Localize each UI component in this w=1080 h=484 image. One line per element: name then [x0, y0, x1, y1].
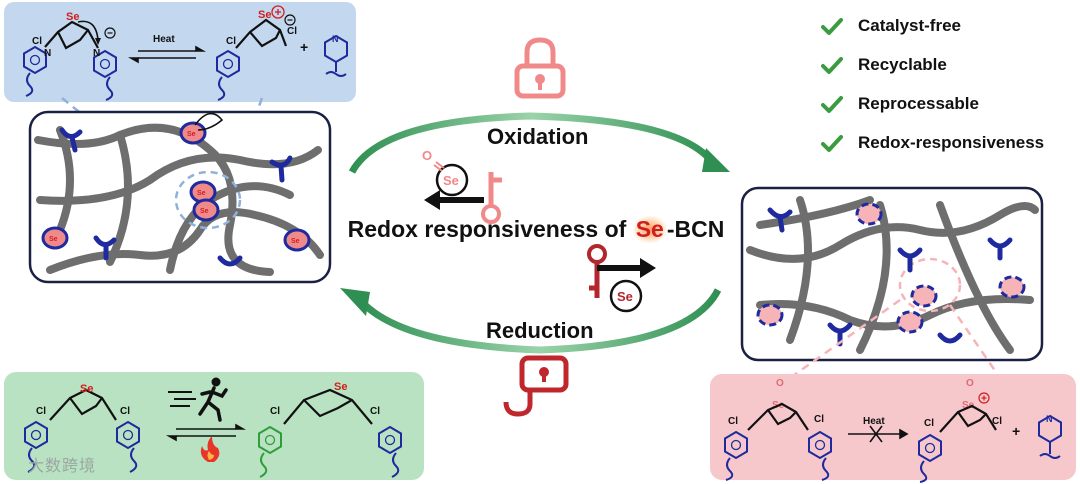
benefit-item: Reprocessable [820, 84, 1075, 123]
flame-icon [200, 436, 220, 462]
crosslink-label: Se [291, 238, 300, 245]
title-prefix: Redox responsiveness of [347, 216, 633, 242]
network-right [740, 186, 1044, 362]
title-suffix: -BCN [666, 216, 725, 242]
counterion: Cl [32, 36, 42, 47]
crosslinks-left: Se Se Se Se Se [41, 121, 311, 252]
plus-sign: + [300, 39, 308, 55]
benefit-label: Catalyst-free [858, 15, 961, 35]
plus-sign: + [1012, 423, 1020, 439]
benefit-item: Catalyst-free [820, 6, 1075, 45]
zoom-lines-bottom [789, 298, 1002, 380]
locked-padlock-icon [514, 37, 566, 99]
se-oxide-key-icon: Se O [422, 148, 502, 224]
title-se: Se [632, 216, 667, 243]
redox-cycle-arrows [340, 112, 730, 354]
diagram-title: Redox responsiveness of Se-BCN [326, 216, 746, 243]
network-left: Se Se Se Se Se [28, 110, 332, 284]
se-atom: Se [334, 381, 347, 393]
o-atom: O [776, 378, 784, 389]
bicyclic-core-right [235, 18, 288, 49]
tail-left-2 [105, 76, 114, 101]
benefits-list: Catalyst-free Recyclable Reprocessable R… [820, 6, 1075, 162]
top-left-reaction-panel: Se Cl N N Heat Se Cl Cl + [4, 2, 356, 102]
se-label: Se [617, 289, 633, 304]
n-atom: N [332, 34, 339, 44]
se-key-icon: Se [587, 244, 656, 313]
unlocked-padlock-icon [503, 355, 569, 417]
crosslink-label: Se [49, 236, 58, 243]
counterion: Cl [270, 406, 280, 417]
charge-minus [104, 27, 116, 39]
counterion: Cl [814, 414, 824, 425]
free-pyridine [324, 34, 348, 77]
n-atom: N [1046, 414, 1053, 424]
watermark: 大数跨境 [28, 456, 97, 475]
counterion: Cl [370, 406, 380, 417]
crosslink-label: Se [197, 190, 206, 197]
oxidation-label: Oxidation [487, 124, 589, 149]
bicyclic-core-left [44, 20, 99, 50]
n-atom: N [44, 48, 51, 59]
counterion: Cl [226, 36, 236, 47]
counterion: Cl [924, 418, 934, 429]
counterion: Cl [120, 406, 130, 417]
counterion: Cl [992, 416, 1002, 427]
benefit-item: Recyclable [820, 45, 1075, 84]
pyridine-anchors-left [59, 127, 293, 267]
curved-arrow [77, 20, 99, 41]
bottom-left-panel: Se Cl Cl Se Cl Cl [4, 372, 424, 480]
tail-left-1 [25, 72, 34, 97]
crosslinks-right [756, 202, 1026, 334]
running-person-icon [168, 377, 228, 422]
counterion: Cl [728, 416, 738, 427]
o-label: O [422, 148, 432, 163]
heat-label: Heat [153, 34, 175, 45]
crosslink-label: Se [187, 131, 196, 138]
check-icon [821, 95, 843, 113]
free-pyridine [1038, 414, 1062, 459]
se-label: Se [443, 173, 459, 188]
equilibrium-arrows [127, 45, 207, 64]
o-atom: O [966, 378, 974, 389]
benefit-label: Redox-responsiveness [858, 132, 1045, 152]
se-atom: Se [66, 11, 79, 23]
crosslink-label: Se [200, 208, 209, 215]
counterion: Cl [36, 406, 46, 417]
check-icon [821, 56, 843, 74]
se-atom: Se [80, 383, 93, 395]
benefit-item: Redox-responsiveness [820, 123, 1075, 162]
benefit-label: Recyclable [858, 54, 947, 74]
check-icon [821, 17, 843, 35]
n-atom: N [93, 48, 100, 59]
counterion: Cl [287, 26, 297, 37]
se-atom: Se [258, 9, 271, 21]
heat-label: Heat [863, 416, 885, 427]
se-atom: Se [962, 400, 975, 411]
check-icon [821, 134, 843, 152]
bottom-right-panel: O Se Cl Cl Heat O Se Cl Cl + N [710, 374, 1076, 483]
blocked-arrow [848, 425, 909, 443]
equilibrium-arrows [165, 423, 247, 442]
benefit-label: Reprocessable [858, 93, 979, 113]
reduction-label: Reduction [486, 318, 594, 343]
charge-plus [271, 5, 285, 19]
